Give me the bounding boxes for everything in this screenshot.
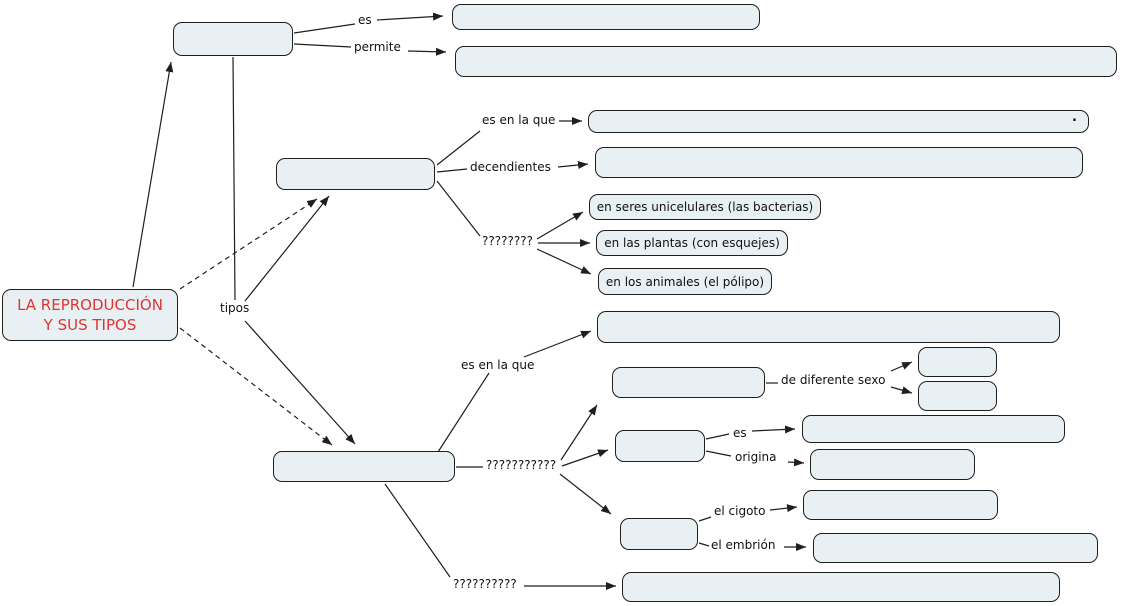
- edge-gametos-origina-a: [705, 450, 732, 457]
- arrow-root-topnode: [132, 61, 174, 288]
- node-blank-sexo-1[interactable]: [918, 347, 997, 377]
- node-blank-embrion-target[interactable]: [813, 533, 1098, 563]
- root-title-line1: LA REPRODUCCIÓN: [17, 296, 163, 314]
- node-blank-decendientes-target[interactable]: [595, 147, 1083, 178]
- node-blank-gametos-es-target[interactable]: [802, 415, 1065, 443]
- arrow-decendientes-box: [557, 161, 589, 169]
- root-title-line2: Y SUS TIPOS: [43, 316, 137, 334]
- node-blank-fecundacion[interactable]: [620, 518, 698, 550]
- edge-asexual-q8-a: [436, 180, 481, 237]
- node-blank-permite-target[interactable]: [455, 46, 1117, 77]
- node-blank-q10-target[interactable]: [622, 572, 1060, 602]
- arrow-sexo-box2: [890, 386, 913, 395]
- node-blank-es-target[interactable]: [452, 4, 760, 30]
- label-es-small: es: [733, 426, 747, 440]
- node-ejemplo-plantas[interactable]: en las plantas (con esquejes): [596, 230, 788, 256]
- arrow-es2-box: [751, 425, 796, 434]
- node-blank-reproduccion-def[interactable]: [173, 22, 293, 56]
- node-blank-sexual-def[interactable]: [597, 311, 1060, 343]
- label-el-embrion: el embrión: [711, 538, 776, 552]
- dot-marker: ·: [1072, 112, 1077, 128]
- edge-asexual-esenlaque-a: [436, 130, 481, 166]
- label-q8: ????????: [482, 234, 533, 248]
- node-blank-cigoto-target[interactable]: [803, 490, 998, 520]
- arrow-esenlaque2-box: [523, 330, 592, 358]
- arrow-root-sexual-dashed: [179, 327, 333, 446]
- arrow-sexo-box1: [890, 361, 913, 372]
- node-blank-sexual[interactable]: [273, 451, 455, 482]
- arrow-tipos-asexual: [244, 195, 330, 302]
- label-es: es: [358, 13, 372, 27]
- edge-topnode-permite-a: [293, 43, 352, 48]
- arrow-permite-box: [407, 47, 447, 56]
- edge-fecundacion-cigoto-a: [698, 516, 712, 522]
- node-blank-asexual[interactable]: [276, 158, 435, 190]
- node-root-title[interactable]: LA REPRODUCCIÓN Y SUS TIPOS: [2, 289, 178, 341]
- label-es-en-la-que-sexual: es en la que: [461, 358, 535, 372]
- node-blank-sexo-2[interactable]: [918, 381, 997, 411]
- label-permite: permite: [354, 40, 401, 54]
- node-blank-gametos[interactable]: [615, 430, 705, 462]
- arrow-q11-fecundacion: [559, 473, 612, 515]
- arrow-root-asexual-dashed: [179, 198, 318, 290]
- edge-topnode-tipos: [232, 56, 236, 301]
- edge-gametos-es-a: [705, 433, 730, 440]
- arrow-q8-unicelulares: [536, 211, 584, 240]
- arrow-tipos-sexual: [244, 320, 356, 445]
- arrow-cigoto-box: [769, 504, 798, 513]
- arrow-q11-progenitores: [560, 404, 598, 461]
- edge-asexual-decendientes-a: [436, 168, 468, 173]
- label-decendientes: decendientes: [470, 160, 551, 174]
- arrow-q8-animales: [536, 248, 592, 275]
- node-ejemplo-animales[interactable]: en los animales (el pólipo): [598, 268, 772, 295]
- node-blank-progenitores[interactable]: [612, 367, 765, 398]
- edge-sexual-q10-a: [384, 483, 451, 578]
- label-q11: ???????????: [486, 458, 557, 472]
- label-tipos: tipos: [220, 301, 250, 315]
- node-ejemplo-unicelulares[interactable]: en seres unicelulares (las bacterias): [589, 194, 821, 220]
- label-el-cigoto: el cigoto: [714, 504, 766, 518]
- arrow-es-box: [376, 12, 444, 21]
- label-de-diferente-sexo: de diferente sexo: [781, 373, 886, 387]
- edge-topnode-es-a: [293, 23, 356, 34]
- edge-sexual-esenlaque-a: [437, 372, 490, 453]
- edge-fecundacion-embrion-a: [698, 542, 710, 547]
- arrow-origina-box: [787, 458, 805, 467]
- label-origina: origina: [735, 450, 777, 464]
- arrow-q11-gametos: [561, 449, 609, 467]
- node-blank-asexual-def[interactable]: ·: [588, 110, 1089, 133]
- node-blank-origina-target[interactable]: [810, 449, 975, 480]
- label-q10: ??????????: [453, 577, 517, 591]
- label-es-en-la-que-asexual: es en la que: [482, 113, 556, 127]
